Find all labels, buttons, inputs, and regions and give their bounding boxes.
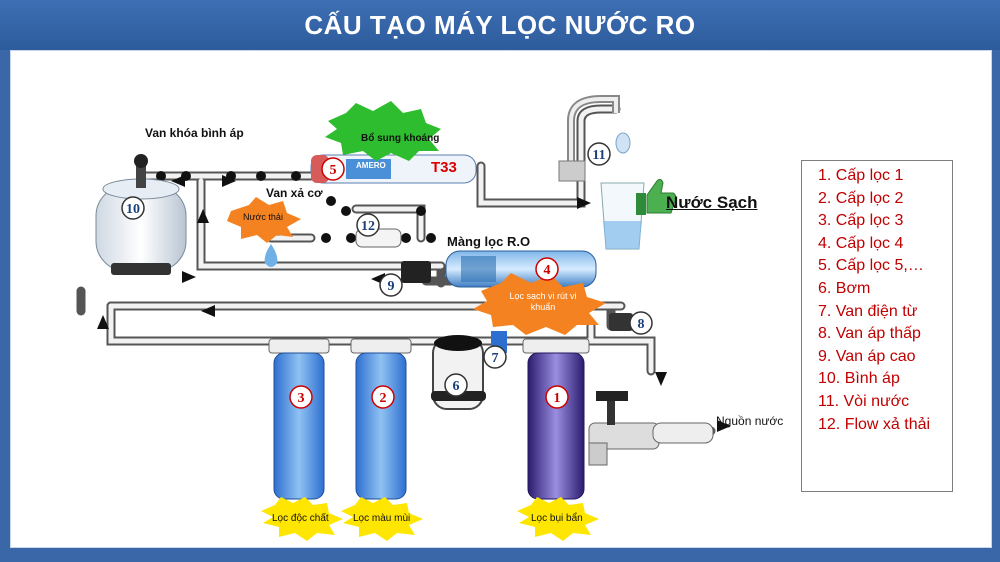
legend-item: 7. Van điện từ [818, 302, 918, 320]
water-glass [600, 182, 645, 250]
label-waste-water: Nước thải [243, 212, 283, 222]
ro-membrane [445, 250, 597, 288]
marker-12: 12 [356, 213, 380, 237]
svg-text:9: 9 [388, 279, 395, 294]
fittings [156, 171, 436, 243]
ro-burst [473, 273, 606, 335]
svg-text:1: 1 [554, 391, 561, 406]
legend-item: 4. Cấp lọc 4 [818, 234, 904, 252]
booster-pump [431, 335, 486, 410]
drop-icon [264, 244, 278, 267]
label-water-source: Nguồn nước [716, 414, 784, 428]
legend-list: 1. Cấp lọc 1 2. Cấp lọc 2 3. Cấp lọc 3 4… [802, 161, 952, 436]
legend-item: 11. Vòi nước [818, 392, 910, 410]
legend-item: 6. Bơm [818, 279, 871, 297]
marker-11: 11 [587, 142, 611, 166]
marker-3: 3 [289, 385, 313, 409]
waste-burst [227, 197, 301, 243]
thumbs-up-icon [636, 178, 677, 215]
dust-burst [517, 497, 599, 541]
marker-9: 9 [379, 273, 403, 297]
legend-item: 12. Flow xả thải [818, 415, 931, 433]
diagram-canvas: 10 5 11 12 4 9 8 7 6 3 2 1 Van khóa bình… [10, 50, 992, 548]
label-drain-valve: Van xả cơ [266, 186, 323, 200]
label-dust-filter: Lọc bụi bẩn [531, 513, 583, 524]
legend-item: 9. Van áp cao [818, 347, 916, 365]
marker-6: 6 [444, 373, 468, 397]
faucet [558, 95, 631, 182]
marker-8: 8 [629, 311, 653, 335]
inlet-tap [588, 391, 714, 466]
svg-text:10: 10 [126, 202, 140, 217]
filter-housing-1 [522, 338, 590, 500]
legend-item: 10. Bình áp [818, 370, 900, 388]
color-burst [341, 497, 423, 541]
high-pressure-switch [401, 261, 431, 283]
toxin-burst [261, 497, 343, 541]
legend-item: 5. Cấp lọc 5,… [818, 257, 924, 275]
label-ro-note: Lọc sạch vi rút vi khuẩn [509, 291, 577, 312]
marker-5: 5 [321, 157, 345, 181]
label-t33: T33 [431, 159, 457, 176]
svg-text:4: 4 [544, 263, 551, 278]
number-markers: 10 5 11 12 4 9 8 7 6 3 2 1 [121, 142, 653, 409]
marker-7: 7 [483, 345, 507, 369]
svg-text:3: 3 [298, 391, 305, 406]
legend-item: 3. Cấp lọc 3 [818, 212, 904, 230]
label-brand: AMERO [356, 161, 386, 170]
filter-housing-2 [350, 338, 412, 500]
label-mineral: Bổ sung khoáng [361, 133, 440, 144]
svg-text:11: 11 [592, 148, 605, 163]
label-valve-tank: Van khóa bình áp [145, 126, 244, 140]
svg-text:7: 7 [492, 351, 499, 366]
svg-text:2: 2 [380, 391, 387, 406]
low-pressure-switch [609, 313, 633, 331]
pressure-tank [95, 154, 187, 275]
legend-box: 1. Cấp lọc 1 2. Cấp lọc 2 3. Cấp lọc 3 4… [801, 160, 953, 492]
mineral-burst [325, 101, 441, 161]
marker-2: 2 [371, 385, 395, 409]
svg-text:12: 12 [361, 219, 375, 234]
svg-text:5: 5 [330, 163, 337, 178]
filter-housing-3 [268, 338, 330, 500]
marker-4: 4 [535, 257, 559, 281]
legend-item: 1. Cấp lọc 1 [818, 167, 904, 184]
diagram-title: CẤU TẠO MÁY LỌC NƯỚC RO [304, 9, 696, 40]
title-bar: CẤU TẠO MÁY LỌC NƯỚC RO [0, 0, 1000, 50]
svg-text:6: 6 [453, 379, 460, 394]
legend-item: 2. Cấp lọc 2 [818, 189, 904, 207]
label-clean-water: Nước Sạch [666, 193, 758, 212]
svg-text:8: 8 [638, 317, 645, 332]
ro-diagram-svg: 10 5 11 12 4 9 8 7 6 3 2 1 [76, 95, 731, 541]
label-color-filter: Lọc màu mùi [353, 513, 411, 524]
legend-item: 8. Van áp thấp [818, 325, 921, 343]
label-toxin-filter: Lọc độc chất [272, 513, 329, 524]
marker-1: 1 [545, 385, 569, 409]
marker-10: 10 [121, 196, 145, 220]
label-ro-membrane: Màng lọc R.O [447, 234, 531, 249]
